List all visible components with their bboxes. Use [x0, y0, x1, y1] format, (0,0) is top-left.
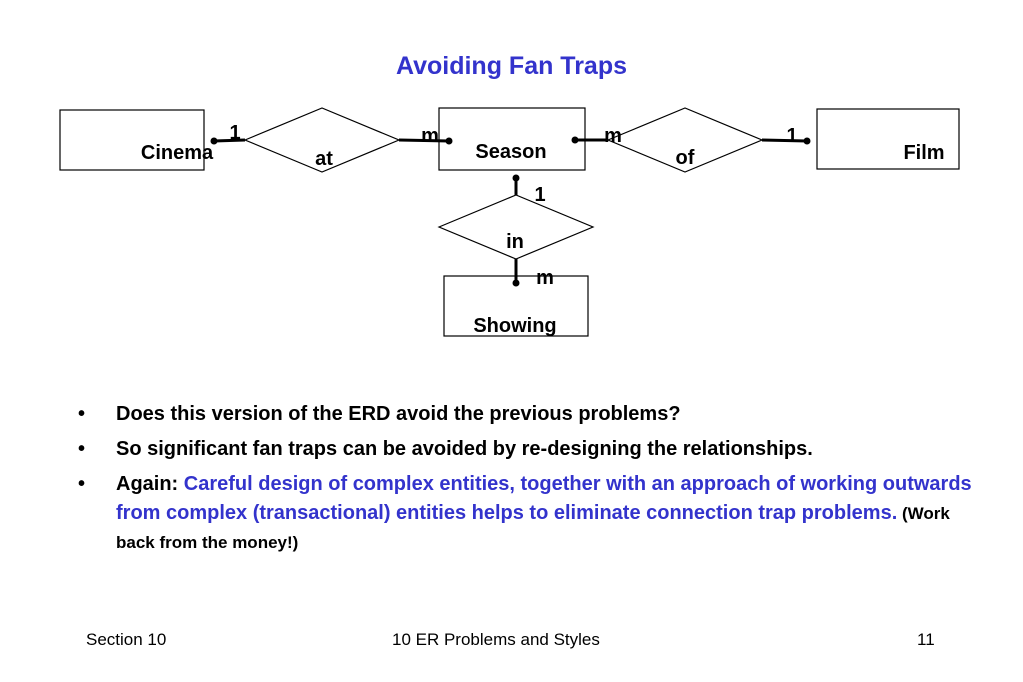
entity-label-showing: Showing: [473, 315, 556, 337]
entity-film: [816, 108, 960, 170]
relationship-label-in: in: [506, 231, 524, 253]
cardinality-in-showing: m: [536, 267, 554, 289]
footer-title: 10 ER Problems and Styles: [392, 630, 600, 649]
bullet-highlight: Careful design of complex entities, toge…: [116, 473, 972, 524]
connector-dot: [803, 137, 811, 145]
connector-dot: [571, 136, 579, 144]
connector-dot: [512, 174, 520, 182]
connector-dot: [445, 137, 453, 145]
cardinality-cinema-at: 1: [229, 122, 240, 144]
entity-cinema: [59, 109, 205, 171]
relationship-label-at: at: [315, 148, 333, 170]
page-title: Avoiding Fan Traps: [395, 52, 628, 80]
bullet-item: • Does this version of the ERD avoid the…: [72, 400, 972, 429]
er-diagram: Cinema Season Film Showing at of in 1 m …: [59, 107, 960, 337]
footer-page-number: 11: [917, 630, 935, 649]
cardinality-season-in: 1: [534, 184, 545, 206]
bullet-item: • So significant fan traps can be avoide…: [72, 435, 972, 464]
bullet-text: Does this version of the ERD avoid the p…: [116, 403, 681, 425]
cardinality-of-film: 1: [786, 125, 797, 147]
entity-label-film: Film: [903, 142, 944, 164]
bullet-dot-icon: •: [78, 403, 86, 425]
relationship-in: [437, 194, 595, 260]
bullet-lead: Again:: [116, 473, 184, 495]
relationship-label-of: of: [676, 147, 695, 169]
line-cinema-at: [213, 138, 246, 143]
entity-label-season: Season: [475, 141, 546, 163]
bullet-list: • Does this version of the ERD avoid the…: [72, 400, 972, 563]
footer-section: Section 10: [86, 630, 167, 649]
bullet-dot-icon: •: [78, 473, 86, 495]
connector-dot: [512, 279, 520, 287]
entity-label-cinema: Cinema: [141, 142, 214, 164]
line-at-season: [398, 138, 450, 143]
cardinality-at-season: m: [421, 125, 439, 147]
cardinality-season-of: m: [604, 125, 622, 147]
bullet-dot-icon: •: [78, 438, 86, 460]
bullet-text: So significant fan traps can be avoided …: [116, 438, 813, 460]
connector-dot: [210, 137, 218, 145]
bullet-item: • Again: Careful design of complex entit…: [72, 470, 972, 557]
line-of-film: [761, 138, 808, 143]
bullet-note: (Work back from the money!): [116, 504, 950, 552]
